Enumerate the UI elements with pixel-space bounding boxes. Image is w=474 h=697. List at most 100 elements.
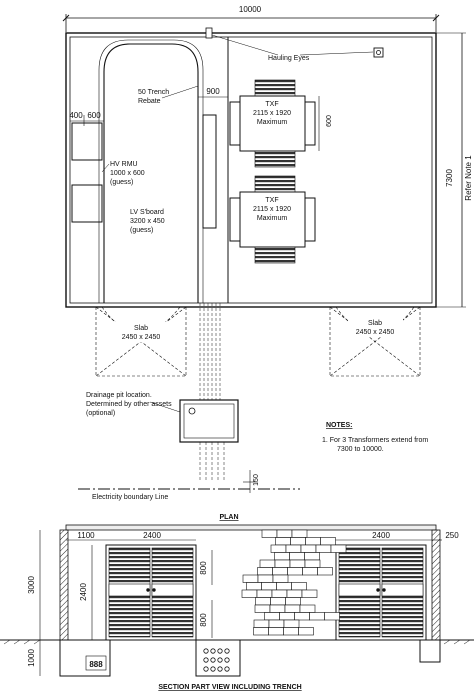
brick [291, 529, 308, 538]
txf2-line2: 2115 x 1920 [253, 206, 291, 213]
dim-10000: 10000 [239, 5, 262, 14]
foundation-right [419, 640, 441, 663]
trench-conduits [203, 648, 230, 672]
brick-break [241, 529, 347, 636]
brick [256, 589, 273, 598]
hv-label-line1: HV RMU [110, 161, 138, 168]
brick [264, 612, 280, 621]
brick [304, 559, 321, 568]
brick [309, 612, 325, 621]
sec-dim-3000: 3000 [27, 576, 36, 594]
brick [289, 559, 306, 568]
slab-right-line1: Slab [368, 320, 382, 327]
section-roof [65, 524, 437, 531]
sec-dim-1000: 1000 [27, 649, 36, 667]
door-left [105, 544, 197, 641]
slab-left-line2: 2450 x 2450 [122, 334, 161, 341]
dim-7300: 7300 [445, 169, 454, 187]
lv-label-line2: 3200 x 450 [130, 218, 165, 225]
boundary-label: Electricity boundary Line [92, 494, 168, 501]
brick [257, 574, 274, 583]
hv-label-line3: (guess) [110, 179, 133, 186]
brick [269, 604, 286, 613]
brick [272, 574, 289, 583]
brick [253, 627, 269, 636]
brick [315, 544, 332, 553]
transformer-1 [229, 79, 320, 168]
roof-post [205, 27, 213, 39]
brick [284, 604, 301, 613]
sec-dim-2400-right: 2400 [372, 531, 390, 540]
slab-right [329, 306, 421, 377]
brick [302, 567, 318, 576]
brick [317, 567, 333, 576]
brick [275, 537, 291, 546]
drainage-pit [179, 399, 239, 443]
conduit-glyph-left: 888 [89, 660, 103, 669]
notes-title: NOTES: [326, 422, 352, 429]
brick [271, 589, 288, 598]
slab-left-line1: Slab [134, 325, 148, 332]
sec-dim-800-upper: 800 [199, 561, 208, 575]
trench-outline [103, 43, 199, 303]
brick [283, 619, 300, 628]
brick [242, 574, 259, 583]
hauling-eyes-label: Hauling Eyes [268, 55, 310, 62]
hauling-eye-symbol [373, 47, 384, 58]
brick [294, 612, 310, 621]
brick [300, 544, 317, 553]
section-view: 1100 2400 2400 250 [0, 524, 474, 691]
brick [274, 559, 291, 568]
lv-switchboard [202, 114, 217, 229]
brick [272, 567, 288, 576]
dim-600: 600 [87, 111, 101, 120]
foundation-left [59, 640, 111, 677]
dimension-overall-width [62, 14, 440, 32]
brick [289, 552, 305, 561]
trench-section [195, 640, 241, 677]
section-wall-right [431, 529, 441, 641]
door-right [335, 544, 427, 641]
brick [255, 597, 271, 606]
hv-rmu-2 [71, 184, 103, 223]
brick [298, 627, 314, 636]
hv-label-line2: 1000 x 600 [110, 170, 145, 177]
brick [324, 612, 340, 621]
brick [286, 589, 303, 598]
hv-rmu-1 [71, 122, 103, 161]
section-caption: SECTION PART VIEW INCLUDING TRENCH [158, 684, 301, 691]
plan-caption: PLAN [219, 514, 238, 521]
txf1-line3: Maximum [257, 119, 288, 126]
txf1-line2: 2115 x 1920 [253, 110, 291, 117]
note-1-line2: 7300 to 10000. [337, 446, 384, 453]
transformer-2 [229, 175, 316, 264]
brick [241, 589, 258, 598]
dim-txf-600: 600 [326, 115, 333, 127]
drain-line2: Determined by other assets [86, 401, 172, 408]
brick [270, 544, 287, 553]
sec-dim-800-lower: 800 [199, 613, 208, 627]
note-1-line1: 1. For 3 Transformers extend from [322, 437, 428, 444]
trench-rebate-line2: Rebate [138, 98, 161, 105]
txf2-line3: Maximum [257, 215, 288, 222]
brick [261, 582, 277, 591]
pit-hole [188, 407, 196, 415]
brick [285, 597, 301, 606]
brick [299, 604, 316, 613]
txf2-line1: TXF [265, 197, 278, 204]
dim-150: 150 [253, 474, 260, 486]
cable-conduits [199, 303, 225, 482]
brick [285, 544, 302, 553]
sec-dim-250: 250 [445, 531, 459, 540]
brick [259, 559, 276, 568]
slab-right-line2: 2450 x 2450 [356, 329, 395, 336]
brick [305, 537, 321, 546]
drain-line1: Drainage pit location. [86, 392, 152, 399]
sec-dim-2400-left: 2400 [143, 531, 161, 540]
brick [253, 619, 270, 628]
brick [291, 582, 307, 591]
brick [257, 567, 273, 576]
trench-rebate-line1: 50 Trench [138, 89, 169, 96]
sec-dim-1100: 1100 [77, 531, 95, 540]
brick [246, 582, 262, 591]
